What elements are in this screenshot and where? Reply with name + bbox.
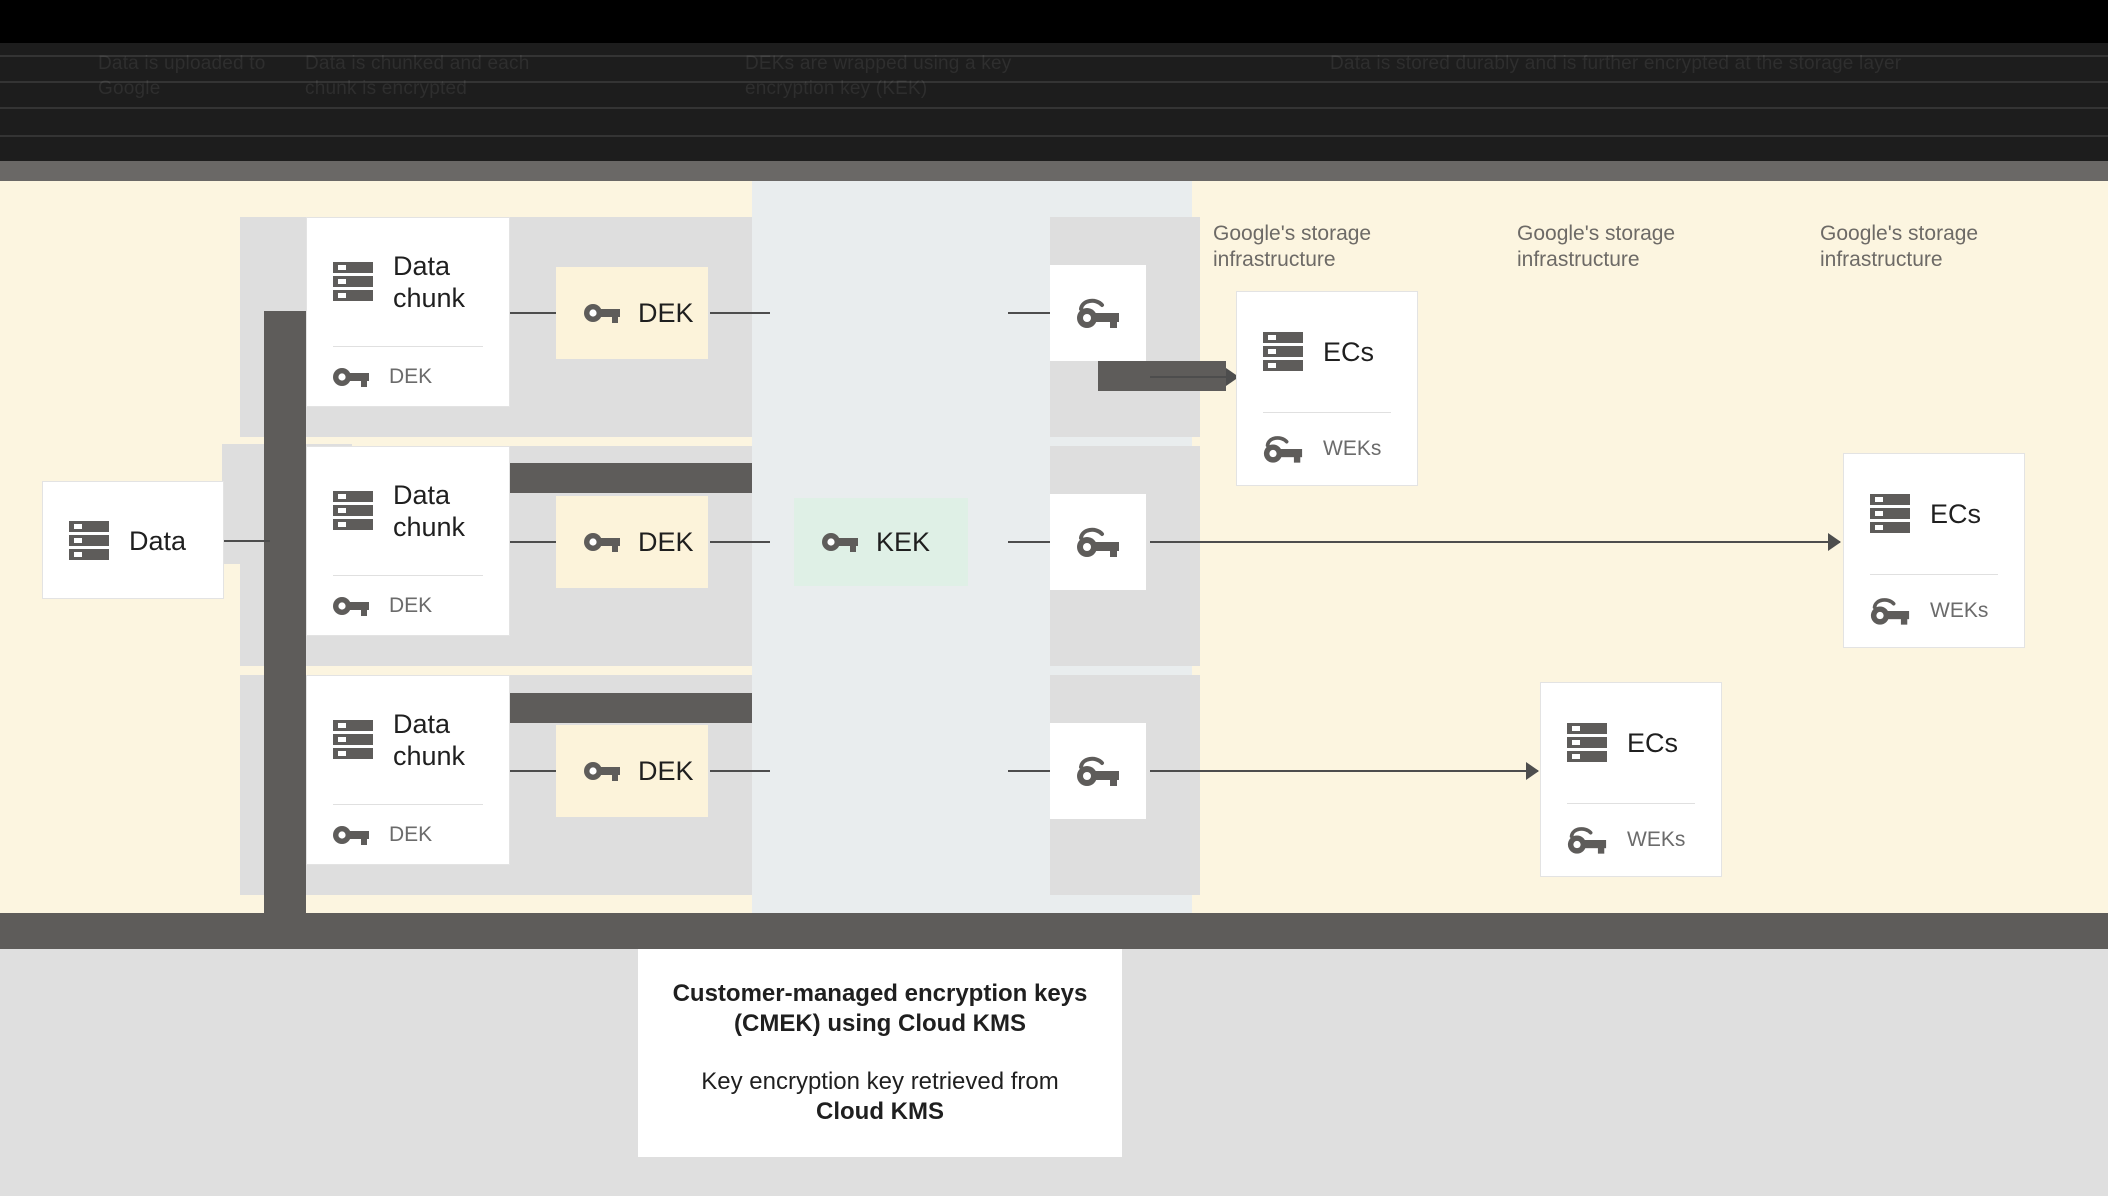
wire-dek1-out [710, 312, 770, 314]
data-chunk-card-3[interactable]: Data chunk DEK [306, 675, 510, 865]
key-icon [333, 366, 369, 388]
key-icon [584, 760, 620, 782]
wire-wek2-to-ecs2 [1150, 541, 1840, 543]
storage-card-title: ECs [1627, 728, 1679, 758]
wire-to-wek2 [1008, 541, 1056, 543]
storage-icon [333, 260, 373, 304]
wrapped-key-icon [1076, 525, 1120, 559]
card-divider [1870, 574, 1998, 575]
caption-title-line1: Customer-managed encryption keys [672, 980, 1088, 1007]
key-icon [584, 531, 620, 553]
wrapped-key-icon [1870, 595, 1910, 627]
storage-card-1[interactable]: ECs WEKs [1236, 291, 1418, 486]
header-text-strip: Data is uploaded to Google Data is chunk… [0, 43, 2108, 161]
wrapped-key-tile-1[interactable] [1050, 265, 1146, 361]
infra-label-3: Google's storage infrastructure [1820, 222, 1979, 271]
dek-box-3[interactable]: DEK [556, 725, 708, 817]
kek-label: KEK [876, 526, 931, 557]
dek-label: DEK [638, 297, 694, 328]
caption-card: Customer-managed encryption keys (CMEK) … [638, 949, 1122, 1157]
header-column-2: Data is chunked and each chunk is encryp… [305, 53, 530, 99]
infra-label-1: Google's storage infrastructure [1213, 222, 1372, 271]
data-chunk-card-2[interactable]: Data chunk DEK [306, 446, 510, 636]
source-data-label: Data [129, 526, 187, 556]
dek-box-1[interactable]: DEK [556, 267, 708, 359]
diagram-bottom-bar [0, 913, 2108, 949]
wire-dek2-out [710, 541, 770, 543]
wire-dek3-out [710, 770, 770, 772]
header-column-4: Data is stored durably and is further en… [1330, 53, 1902, 74]
wrapped-key-icon [1567, 824, 1607, 856]
key-icon [584, 302, 620, 324]
wire-wek3-to-ecs3 [1150, 770, 1538, 772]
arrowhead-ecs2 [1828, 533, 1841, 551]
wrapped-key-tile-2[interactable] [1050, 494, 1146, 590]
dek-box-2[interactable]: DEK [556, 496, 708, 588]
wire-to-wek1 [1008, 312, 1056, 314]
storage-icon [333, 489, 373, 533]
trunk-girder [264, 311, 306, 913]
chunk-key-label: DEK [389, 594, 433, 617]
wire-chunk1-dek [508, 312, 578, 314]
scanline [0, 135, 2108, 137]
chunk-title-line2: chunk [393, 283, 466, 313]
wrapped-key-icon [1076, 754, 1120, 788]
wrapped-key-icon [1076, 296, 1120, 330]
chunk-key-label: DEK [389, 365, 433, 388]
card-divider [1263, 412, 1391, 413]
header-column-1: Data is uploaded to Google [98, 53, 266, 99]
chunk-title-line1: Data [393, 480, 451, 510]
storage-icon [333, 718, 373, 762]
storage-card-key-label: WEKs [1930, 599, 1989, 622]
caption-body-line1: Key encryption key retrieved from [701, 1068, 1059, 1095]
wire-source-to-trunk [222, 540, 270, 542]
storage-icon [1870, 492, 1910, 536]
chunk-title-line1: Data [393, 251, 451, 281]
key-icon [333, 824, 369, 846]
storage-card-key-label: WEKs [1627, 828, 1686, 851]
storage-icon [69, 519, 109, 563]
chunk-title-line1: Data [393, 709, 451, 739]
wrapped-key-icon [1263, 433, 1303, 465]
storage-card-title: ECs [1323, 337, 1375, 367]
infra-label-2: Google's storage infrastructure [1517, 222, 1676, 271]
key-icon [822, 531, 858, 553]
caption-body-line2: Cloud KMS [816, 1098, 944, 1125]
storage-card-2[interactable]: ECs WEKs [1843, 453, 2025, 648]
key-icon [333, 595, 369, 617]
caption-title-line2: (CMEK) using Cloud KMS [734, 1010, 1026, 1037]
wire-chunk2-dek [508, 541, 578, 543]
wire-wek1-to-ecs1 [1150, 376, 1238, 378]
kek-box[interactable]: KEK [794, 498, 968, 586]
card-divider [333, 575, 483, 576]
header-column-3: DEKs are wrapped using a key encryption … [745, 53, 1012, 99]
wire-chunk3-dek [508, 770, 578, 772]
source-data-card[interactable]: Data [42, 481, 224, 599]
storage-icon [1263, 330, 1303, 374]
wrapped-key-tile-3[interactable] [1050, 723, 1146, 819]
header-band: Data is uploaded to Google Data is chunk… [0, 0, 2108, 161]
storage-card-title: ECs [1930, 499, 1982, 529]
dek-label: DEK [638, 526, 694, 557]
chunk-title-line2: chunk [393, 741, 466, 771]
dek-label: DEK [638, 755, 694, 786]
card-divider [333, 346, 483, 347]
chunk-key-label: DEK [389, 823, 433, 846]
scanline [0, 55, 2108, 57]
card-divider [1567, 803, 1695, 804]
scanline [0, 107, 2108, 109]
header-bottom-bar [0, 161, 2108, 181]
storage-icon [1567, 721, 1607, 765]
chunk-title-line2: chunk [393, 512, 466, 542]
wire-to-wek3 [1008, 770, 1056, 772]
arrowhead-ecs1 [1226, 368, 1239, 386]
scanline [0, 81, 2108, 83]
arrowhead-ecs3 [1526, 762, 1539, 780]
storage-card-3[interactable]: ECs WEKs [1540, 682, 1722, 877]
diagram-canvas: Data Data chunk [0, 181, 2108, 913]
data-chunk-card-1[interactable]: Data chunk DEK [306, 217, 510, 407]
storage-card-key-label: WEKs [1323, 437, 1382, 460]
card-divider [333, 804, 483, 805]
